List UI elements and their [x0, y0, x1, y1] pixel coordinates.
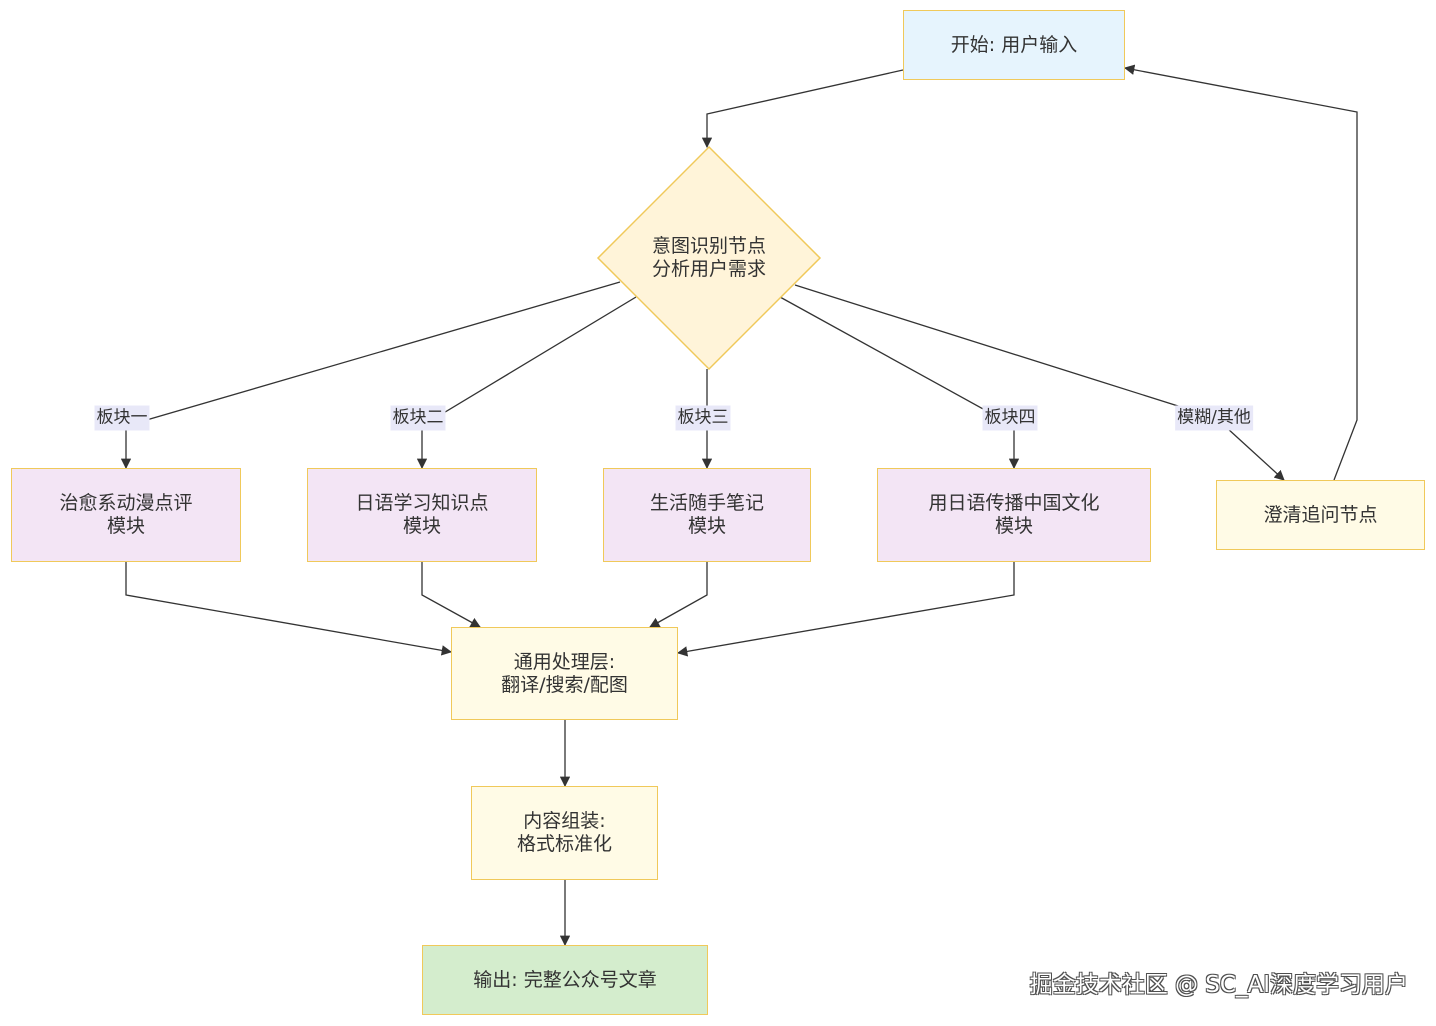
intent-node-line-2: 分析用户需求 — [651, 258, 766, 280]
common-layer-node-line-1: 通用处理层: — [513, 650, 616, 673]
assemble-node: 内容组装: 格式标准化 — [471, 786, 658, 880]
edge-clarify-to-start — [1123, 64, 1358, 481]
start-node: 开始: 用户输入 — [903, 10, 1125, 80]
clarify-node: 澄清追问节点 — [1216, 480, 1425, 550]
module4-node-line-2: 模块 — [994, 515, 1033, 537]
module2-node-line-1: 日语学习知识点 — [355, 492, 489, 514]
module1-node-line-1: 治愈系动漫点评 — [59, 492, 193, 514]
edge-label-section-2: 板块二 — [390, 405, 446, 431]
edge-label-section-4: 板块四 — [982, 405, 1038, 431]
module2-node-line-2: 模块 — [402, 515, 441, 537]
edge-module3-to-common — [649, 562, 708, 628]
common-layer-node: 通用处理层: 翻译/搜索/配图 — [451, 627, 678, 720]
edge-intent-to-clarify — [794, 284, 1285, 481]
module4-node-line-1: 用日语传播中国文化 — [928, 492, 1100, 514]
edge-label-section-1: 板块一 — [94, 405, 150, 431]
module2-node: 日语学习知识点 模块 — [307, 468, 537, 562]
start-node-label: 开始: 用户输入 — [950, 33, 1078, 56]
intent-node: 意图识别节点 分析用户需求 — [598, 147, 820, 369]
edge-module1-to-common — [125, 562, 453, 656]
module4-node: 用日语传播中国文化 模块 — [877, 468, 1151, 562]
module3-node-line-1: 生活随手笔记 — [649, 492, 764, 514]
edge-start-to-intent — [701, 69, 904, 149]
edge-label-ambiguous: 模糊/其他 — [1175, 405, 1253, 431]
intent-node-line-1: 意图识别节点 — [651, 235, 766, 257]
assemble-node-line-1: 内容组装: — [523, 810, 606, 832]
module3-node: 生活随手笔记 模块 — [603, 468, 811, 562]
edge-module2-to-common — [421, 562, 481, 628]
module3-node-line-2: 模块 — [687, 515, 726, 537]
common-layer-node-line-2: 翻译/搜索/配图 — [501, 673, 628, 696]
watermark: 掘金技术社区 @ SC_AI深度学习用户 — [1029, 972, 1408, 998]
assemble-node-line-2: 格式标准化 — [516, 833, 612, 855]
module1-node: 治愈系动漫点评 模块 — [11, 468, 241, 562]
output-node-label: 输出: 完整公众号文章 — [473, 968, 657, 991]
edge-intent-to-module1 — [120, 281, 621, 470]
module1-node-line-2: 模块 — [106, 515, 145, 537]
edge-module4-to-common — [676, 562, 1015, 657]
clarify-node-label: 澄清追问节点 — [1263, 503, 1378, 526]
output-node: 输出: 完整公众号文章 — [422, 945, 708, 1015]
intent-diamond-shape — [596, 145, 822, 371]
edge-label-section-3: 板块三 — [675, 405, 731, 431]
